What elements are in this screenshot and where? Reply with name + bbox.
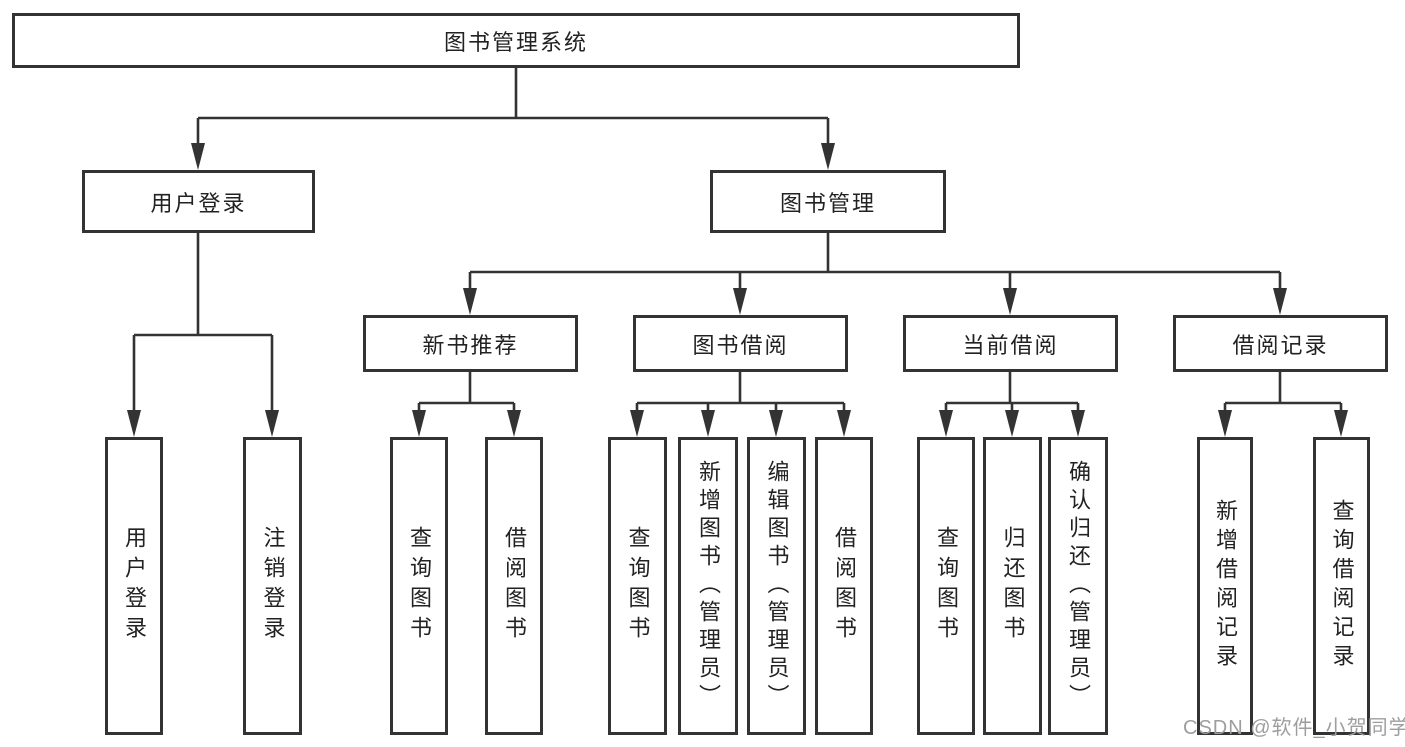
node-label: 图书借阅 bbox=[692, 332, 789, 358]
leaf-query-books: 查询图书 bbox=[917, 437, 975, 735]
leaf-confirm-return-admin: 确认归还（管理员） bbox=[1048, 437, 1108, 735]
leaf-label: 新增借阅记录 bbox=[1213, 499, 1238, 673]
node-library-management-system: 图书管理系统 bbox=[12, 13, 1020, 68]
leaf-label: 查询图书 bbox=[407, 526, 432, 646]
node-label: 图书管理 bbox=[779, 190, 876, 216]
leaf-label: 查询图书 bbox=[934, 526, 959, 646]
leaf-return-books: 归还图书 bbox=[983, 437, 1042, 735]
leaf-label: 用户登录 bbox=[122, 526, 147, 646]
leaf-add-borrow-record: 新增借阅记录 bbox=[1197, 437, 1253, 735]
leaf-logout: 注销登录 bbox=[243, 437, 302, 735]
leaf-label: 编辑图书（管理员） bbox=[764, 460, 790, 712]
leaf-query-books: 查询图书 bbox=[390, 437, 448, 735]
leaf-label: 新增图书（管理员） bbox=[696, 460, 721, 712]
leaf-add-books-admin: 新增图书（管理员） bbox=[678, 437, 738, 735]
leaf-label: 注销登录 bbox=[260, 526, 286, 646]
node-label: 用户登录 bbox=[150, 190, 247, 216]
leaf-label: 查询图书 bbox=[625, 526, 651, 646]
leaf-label: 借阅图书 bbox=[832, 526, 857, 646]
leaf-label: 查询借阅记录 bbox=[1329, 499, 1355, 673]
node-book-borrowing: 图书借阅 bbox=[633, 315, 848, 372]
node-current-borrowing: 当前借阅 bbox=[903, 315, 1118, 372]
node-label: 新书推荐 bbox=[422, 332, 519, 358]
node-borrowing-records: 借阅记录 bbox=[1173, 315, 1388, 372]
node-user-login: 用户登录 bbox=[82, 170, 315, 233]
leaf-label: 确认归还（管理员） bbox=[1066, 460, 1091, 712]
leaf-user-login: 用户登录 bbox=[105, 437, 163, 735]
leaf-borrow-books: 借阅图书 bbox=[485, 437, 543, 735]
leaf-query-books: 查询图书 bbox=[608, 437, 667, 735]
node-label: 当前借阅 bbox=[962, 332, 1059, 358]
node-book-management: 图书管理 bbox=[710, 170, 946, 233]
leaf-label: 归还图书 bbox=[1000, 526, 1026, 646]
node-label: 借阅记录 bbox=[1232, 332, 1329, 358]
leaf-borrow-books: 借阅图书 bbox=[815, 437, 873, 735]
node-label: 图书管理系统 bbox=[443, 29, 588, 55]
node-new-book-recommendation: 新书推荐 bbox=[363, 315, 578, 372]
leaf-label: 借阅图书 bbox=[502, 526, 527, 646]
csdn-watermark: CSDN @软件_小贺同学 bbox=[1183, 717, 1405, 739]
leaf-edit-books-admin: 编辑图书（管理员） bbox=[747, 437, 806, 735]
leaf-query-borrow-record: 查询借阅记录 bbox=[1313, 437, 1370, 735]
